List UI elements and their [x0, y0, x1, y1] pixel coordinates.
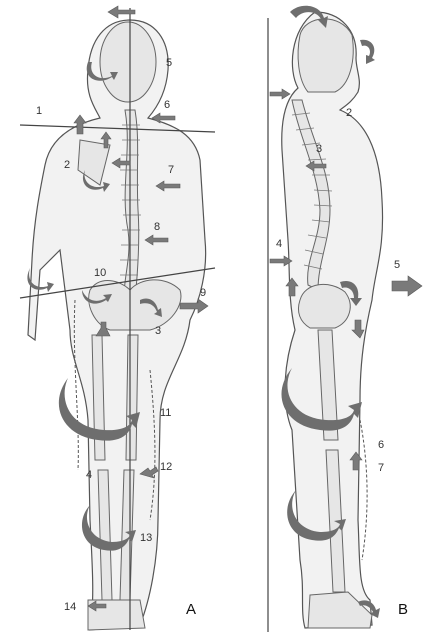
- panel-a-label-8: 8: [154, 221, 160, 233]
- panel-a-label-10: 10: [94, 267, 106, 279]
- panel-a-label-2: 2: [64, 159, 70, 171]
- panel-b: 2 3 4 5 6 7 B: [268, 6, 422, 632]
- panel-a-label-7: 7: [168, 164, 174, 176]
- panel-a-label-12: 12: [160, 461, 172, 473]
- panel-a-letter: A: [186, 601, 196, 618]
- panel-b-skull: [298, 19, 353, 92]
- panel-b-label-5: 5: [394, 259, 400, 271]
- panel-a-label-13: 13: [140, 532, 152, 544]
- panel-a-label-3: 3: [155, 325, 161, 337]
- panel-b-label-6: 6: [378, 439, 384, 451]
- panel-b-pelvis: [298, 284, 350, 328]
- panel-a-label-11: 11: [160, 407, 171, 419]
- panel-a-label-6: 6: [164, 99, 170, 111]
- panel-b-label-3: 3: [316, 143, 322, 155]
- panel-b-label-4: 4: [276, 238, 282, 250]
- panel-b-arrow-5: [392, 276, 422, 296]
- panel-a: 1 2 3 4 5 6 7 8 9 10 11 12 13 14 A: [20, 6, 215, 630]
- panel-b-label-2: 2: [346, 107, 352, 119]
- panel-b-arrow-neck: [270, 89, 290, 99]
- panel-b-dashed-contour: [360, 420, 367, 560]
- panel-a-femur-right: [126, 335, 138, 460]
- panel-a-label-5: 5: [166, 57, 172, 69]
- panel-a-label-9: 9: [200, 287, 206, 299]
- panel-a-arrow-top-head: [108, 6, 135, 18]
- panel-a-label-4: 4: [86, 469, 92, 481]
- panel-a-label-14: 14: [64, 601, 76, 613]
- panel-b-letter: B: [398, 601, 408, 618]
- panel-a-skull: [100, 22, 156, 102]
- panel-a-label-1: 1: [36, 105, 42, 117]
- panel-b-label-7: 7: [378, 462, 384, 474]
- panel-b-rotation-arrow-face: [360, 40, 375, 64]
